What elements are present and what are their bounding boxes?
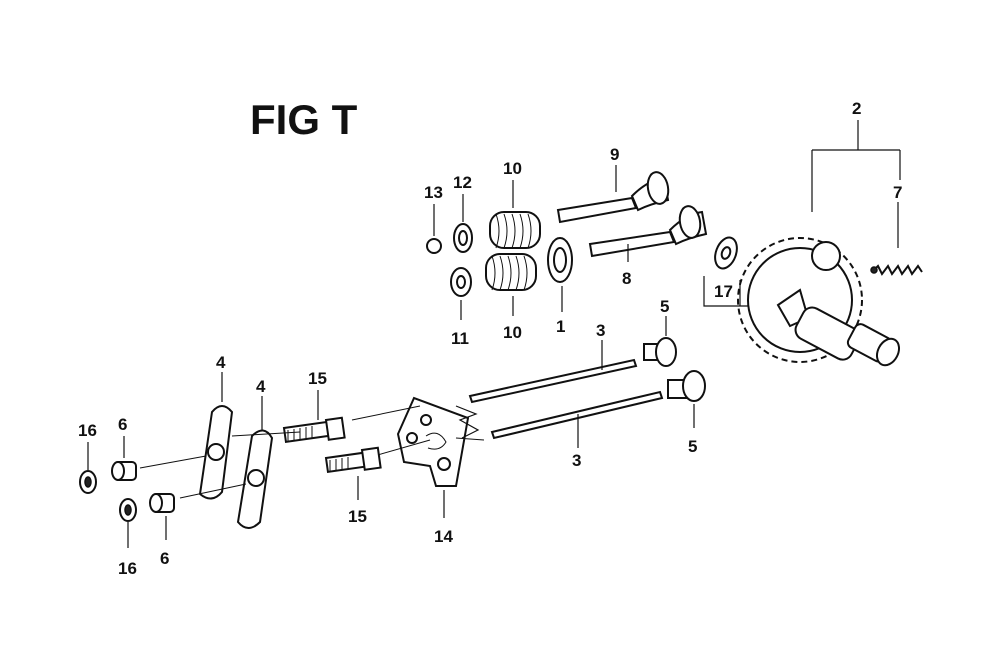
pivot-bolt-icon[interactable] <box>282 416 346 443</box>
tappet-icon[interactable] <box>643 337 677 367</box>
callout-10a: 10 <box>503 159 522 178</box>
callout-2: 2 <box>852 99 861 118</box>
pivot-bolt-icon[interactable] <box>324 446 382 473</box>
exhaust-valve-icon[interactable] <box>588 205 708 258</box>
callout-5a: 5 <box>660 297 669 316</box>
callout-17: 17 <box>714 282 733 301</box>
callout-6b: 6 <box>160 549 169 568</box>
valve-spring-icon[interactable] <box>485 253 537 291</box>
callout-4b: 4 <box>256 377 266 396</box>
decompressor-spring-icon[interactable] <box>870 264 923 276</box>
callout-5b: 5 <box>688 437 697 456</box>
callout-14: 14 <box>434 527 453 546</box>
callout-15a: 15 <box>308 369 327 388</box>
callout-15b: 15 <box>348 507 367 526</box>
adjusting-nut-icon[interactable] <box>79 470 97 494</box>
push-rod-icon[interactable] <box>490 390 664 440</box>
push-rod-icon[interactable] <box>468 358 638 404</box>
callout-4a: 4 <box>216 353 226 372</box>
spring-seat-icon[interactable] <box>450 267 472 297</box>
rocker-arm-icon[interactable] <box>236 429 274 529</box>
tappet-icon[interactable] <box>667 370 706 402</box>
pivot-bushing-icon[interactable] <box>149 493 175 513</box>
push-rod-guide-plate-icon[interactable] <box>396 396 470 487</box>
callout-11: 11 <box>451 329 469 348</box>
callout-8: 8 <box>622 269 631 288</box>
valve-stem-seal-icon[interactable] <box>547 237 573 283</box>
callout-3b: 3 <box>572 451 581 470</box>
callout-12: 12 <box>453 173 472 192</box>
callout-10b: 10 <box>503 323 522 342</box>
callout-1: 1 <box>556 317 565 336</box>
washer-icon[interactable] <box>711 235 741 272</box>
intake-valve-icon[interactable] <box>556 171 671 224</box>
adjusting-nut-icon[interactable] <box>119 498 137 522</box>
callout-16a: 16 <box>78 421 97 440</box>
pivot-bushing-icon[interactable] <box>111 461 137 481</box>
callout-9: 9 <box>610 145 619 164</box>
callout-3a: 3 <box>596 321 605 340</box>
callout-13: 13 <box>424 183 443 202</box>
valve-spring-icon[interactable] <box>489 211 541 249</box>
rocker-arm-icon[interactable] <box>198 405 234 500</box>
spring-retainer-icon[interactable] <box>453 223 473 253</box>
camshaft-gear-icon[interactable] <box>737 237 903 369</box>
callout-7: 7 <box>893 183 902 202</box>
callout-16b: 16 <box>118 559 137 578</box>
callout-6a: 6 <box>118 415 127 434</box>
figure-title: FIG T <box>250 96 358 143</box>
rotator-cap-icon[interactable] <box>426 238 442 254</box>
